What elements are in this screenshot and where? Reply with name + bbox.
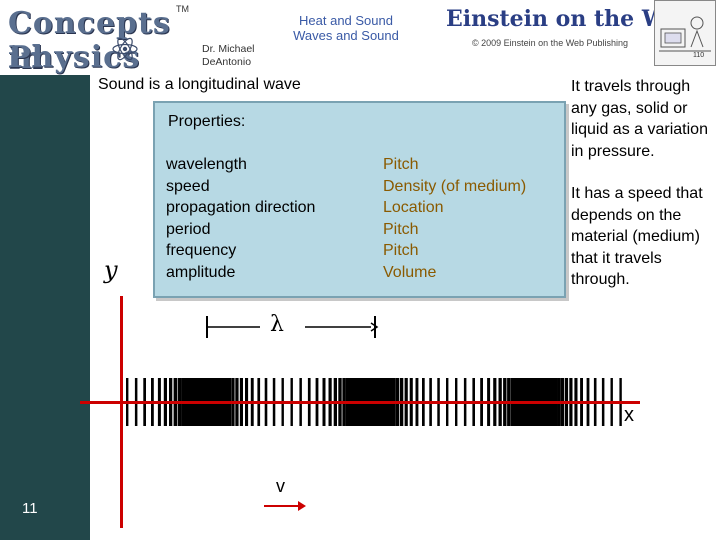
property-value: Pitch [383,156,419,173]
property-value: Volume [383,263,437,281]
atom-icon [112,37,138,61]
property-name: speed [166,177,210,195]
header: Concepts in Physics TM Dr. Michael DeAnt… [0,0,720,76]
x-axis-label: x [624,404,634,426]
cartoon-icon [654,0,716,66]
y-axis [120,296,123,528]
side-note-1: It travels through any gas, solid or liq… [571,78,708,160]
property-value: Pitch [383,220,419,238]
topic-line1: Heat and Sound [299,13,393,28]
velocity-arrow-icon [264,501,306,511]
topic-line2: Waves and Sound [293,28,399,43]
property-value: Density (of medium) [383,177,527,195]
brand-logo: Einstein on the Web [446,6,695,32]
properties-title: Properties: [168,113,246,130]
author: Dr. Michael DeAntonio [202,43,255,69]
properties-list: wavelength speed propagation direction p… [166,154,315,283]
x-axis [80,401,640,404]
property-name: wavelength [166,156,247,173]
y-axis-label: y [104,256,118,284]
side-notes: It travels through any gas, solid or liq… [571,76,716,312]
author-line1: Dr. Michael [202,43,255,55]
properties-values: Pitch Density (of medium) Location Pitch… [383,154,526,283]
property-name: amplitude [166,263,236,281]
wavelength-marker [206,316,379,338]
property-name: frequency [166,242,237,259]
property-value: Pitch [383,242,419,259]
trademark: TM [176,4,189,14]
sidebar [0,0,90,540]
topic-title: Heat and Sound Waves and Sound [276,13,416,43]
corner-number: 110 [693,52,705,59]
property-name: period [166,220,211,238]
wavelength-label: λ [270,312,284,337]
copyright: © 2009 Einstein on the Web Publishing [472,38,629,48]
logo-line1: Concepts in [8,6,171,76]
velocity-label: v [276,476,285,496]
side-note-2: It has a speed that depends on the mater… [571,185,703,288]
property-name: propagation direction [166,199,316,216]
slide-intro: Sound is a longitudinal wave [98,76,301,93]
logo: Concepts in Physics TM [0,0,200,76]
property-value: Location [383,199,444,216]
page-number: 11 [22,500,38,517]
author-line2: DeAntonio [202,56,252,68]
properties-box [153,101,566,298]
